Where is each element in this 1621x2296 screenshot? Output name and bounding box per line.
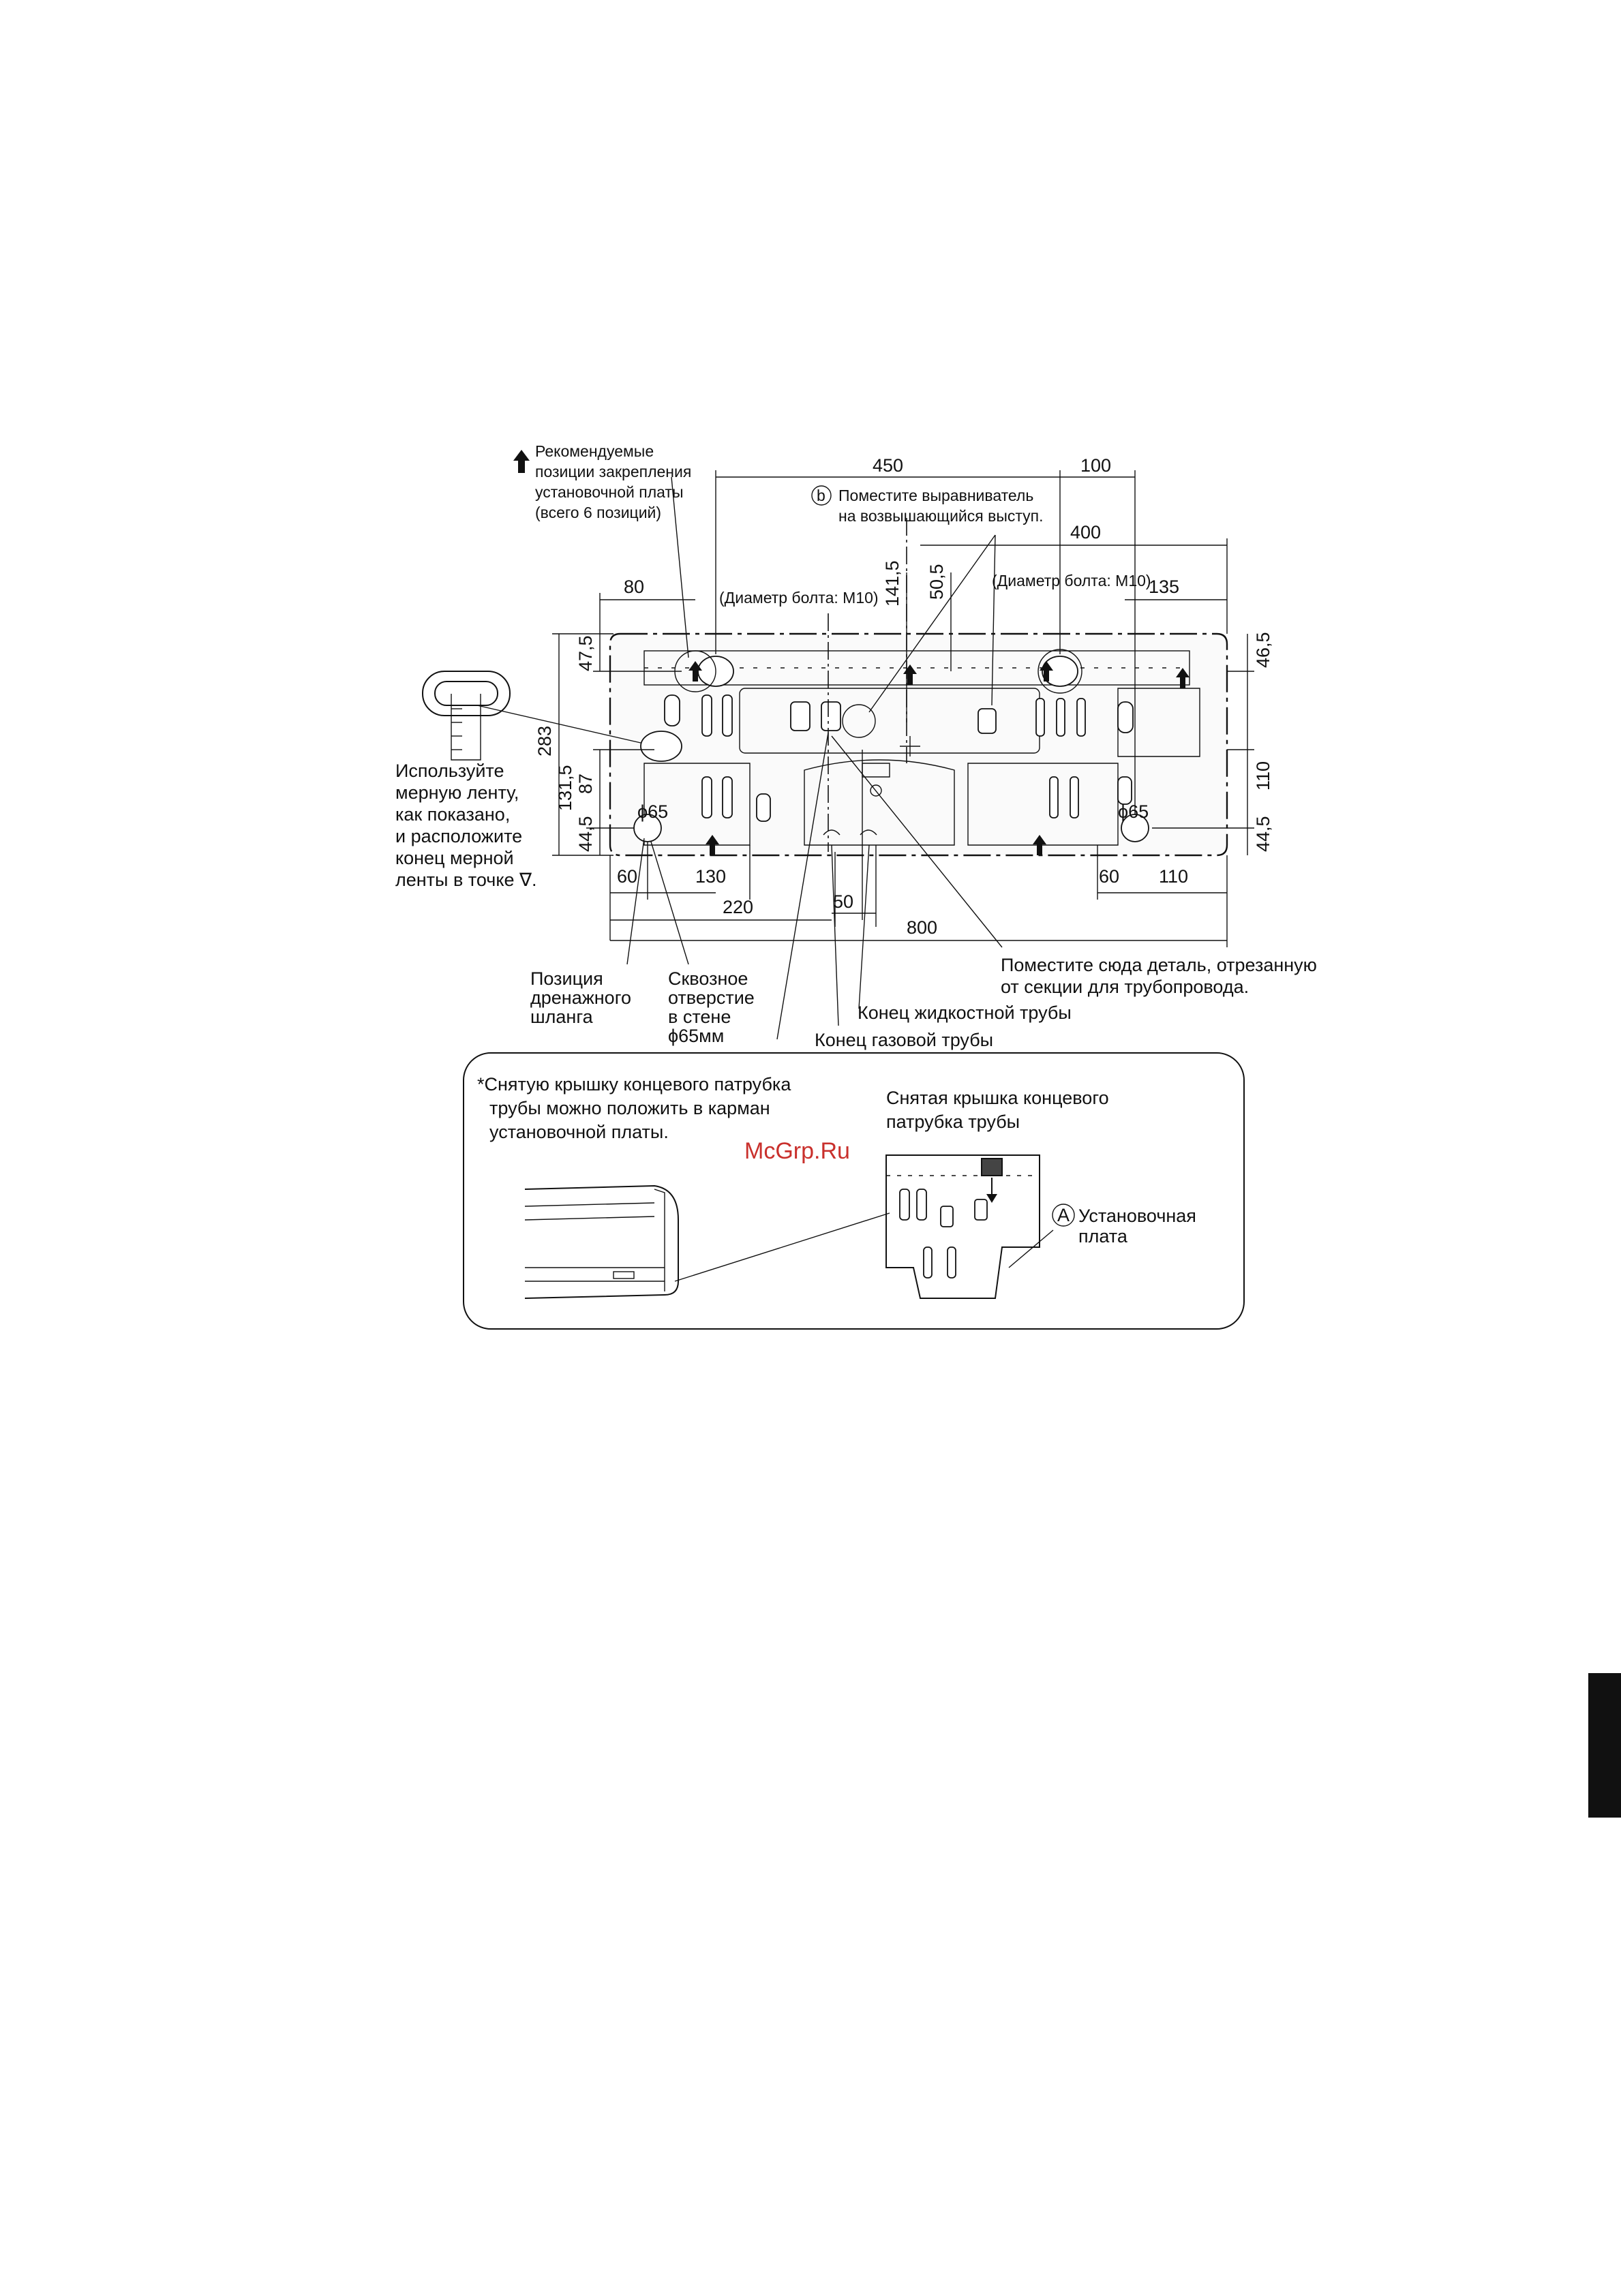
watermark: McGrp.Ru: [744, 1138, 850, 1164]
dim-141-5: 141,5: [882, 560, 903, 607]
inset-note-3: установочной платы.: [489, 1122, 669, 1142]
mounting-plate: [609, 518, 1228, 927]
arrow-up-icon: [1033, 835, 1046, 855]
tape-label-3: как показано,: [395, 804, 510, 825]
dim-283: 283: [534, 726, 555, 756]
labels: Рекомендуемые позиции закрепления устано…: [395, 442, 1317, 1050]
bolt-right-label: (Диаметр болта: M10): [992, 572, 1151, 590]
section-tab: [1588, 1673, 1621, 1818]
hole-label-1: Сквозное: [668, 968, 748, 989]
plate-mark: A: [1057, 1205, 1070, 1225]
dim-131-5: 131,5: [555, 765, 575, 811]
dim-130: 130: [695, 866, 726, 887]
recommended-label-4: (всего 6 позиций): [535, 504, 661, 521]
cut-part-label-1: Поместите сюда деталь, отрезанную: [1001, 955, 1317, 975]
dimension-values: 450 100 400 80 135 141,5 50,5 47,5 283 1…: [534, 455, 1273, 938]
leader-lines: [476, 476, 1003, 1040]
arrow-up-icon: [513, 450, 530, 473]
dim-80: 80: [624, 577, 644, 597]
dim-800: 800: [907, 917, 937, 938]
hole-label-4: ϕ65мм: [668, 1026, 724, 1046]
dim-400: 400: [1070, 522, 1101, 542]
recommended-label-2: позиции закрепления: [535, 463, 691, 480]
dim-450: 450: [873, 455, 903, 476]
dim-60-left: 60: [617, 866, 637, 887]
dim-135: 135: [1149, 577, 1179, 597]
dim-110: 110: [1159, 866, 1188, 887]
dim-50-5: 50,5: [926, 564, 947, 600]
hole-right-label: ϕ65: [1118, 801, 1149, 822]
drain-label-3: шланга: [530, 1007, 594, 1027]
inset-cover-1: Снятая крышка концевого: [886, 1088, 1109, 1108]
measuring-tape-icon: [422, 671, 511, 761]
plate-mark-circle: [1052, 1204, 1075, 1227]
dim-87: 87: [575, 774, 596, 794]
dim-46-5: 46,5: [1253, 632, 1273, 668]
inset-cover-2: патрубка трубы: [886, 1112, 1020, 1132]
recommended-label-1: Рекомендуемые: [535, 442, 654, 460]
inset-note-1: *Снятую крышку концевого патрубка: [477, 1074, 791, 1095]
dim-110-right: 110: [1253, 761, 1273, 791]
plate-label-2: плата: [1078, 1226, 1128, 1246]
leveler-mark-circle: [811, 485, 832, 506]
hole-label-2: отверстие: [668, 988, 755, 1008]
gas-pipe-label: Конец газовой трубы: [815, 1030, 993, 1050]
tape-label-4: и расположите: [395, 826, 522, 846]
arrow-down-icon: [986, 1194, 997, 1203]
inset-box: *Снятую крышку концевого патрубка трубы …: [463, 1052, 1245, 1330]
arrow-up-icon: [1176, 668, 1190, 688]
dim-220: 220: [723, 897, 753, 917]
recommended-label-3: установочной платы: [535, 483, 684, 501]
dim-44-5-right: 44,5: [1253, 816, 1273, 852]
leveler-label-2: на возвышающийся выступ.: [838, 507, 1044, 525]
liquid-pipe-label: Конец жидкостной трубы: [858, 1002, 1072, 1023]
cut-part-label-2: от секции для трубопровода.: [1001, 977, 1249, 997]
drain-label-1: Позиция: [530, 968, 603, 989]
arrow-up-icon: [706, 835, 719, 855]
plate-fragment-illustration: [885, 1154, 1054, 1299]
dimension-lines: [552, 470, 1254, 947]
tape-label-2: мерную ленту,: [395, 782, 519, 803]
hole-label-3: в стене: [668, 1007, 731, 1027]
dim-50: 50: [833, 891, 853, 912]
dim-47-5: 47,5: [575, 635, 596, 671]
dim-44-5-left: 44,5: [575, 816, 596, 852]
tape-label-5: конец мерной: [395, 848, 514, 868]
leveler-mark: b: [817, 487, 825, 504]
leveler-label-1: Поместите выравниватель: [838, 487, 1033, 504]
recommended-arrows: [513, 450, 1190, 855]
dim-60-right: 60: [1099, 866, 1119, 887]
bolt-left-label: (Диаметр болта: M10): [719, 589, 879, 607]
hole-left-label: ϕ65: [637, 801, 668, 822]
indoor-unit-illustration: [524, 1184, 890, 1299]
drain-label-2: дренажного: [530, 988, 631, 1008]
plate-label-1: Установочная: [1078, 1206, 1196, 1226]
tape-label-6: ленты в точке ∇.: [395, 870, 537, 890]
arrow-up-icon: [688, 661, 702, 682]
arrow-up-icon: [1040, 661, 1053, 682]
inset-note-2: трубы можно положить в карман: [489, 1098, 770, 1118]
dim-100: 100: [1080, 455, 1111, 476]
tape-label-1: Используйте: [395, 761, 504, 781]
